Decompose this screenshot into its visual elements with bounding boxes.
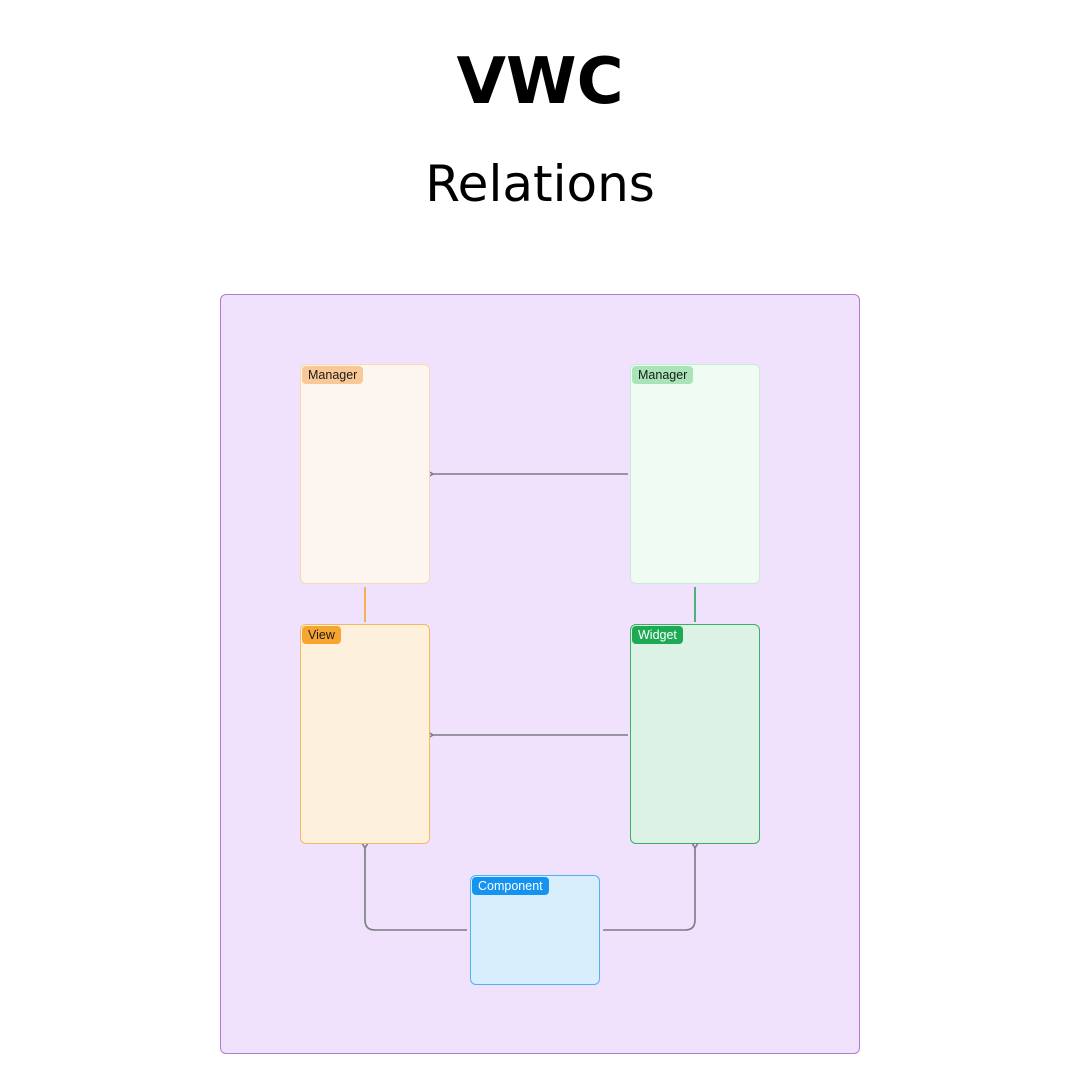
node-label: Manager	[632, 366, 694, 384]
node-component[interactable]: Component	[470, 875, 600, 985]
node-label: Manager	[302, 366, 364, 384]
page-title: VWC	[456, 45, 624, 119]
node-label: Component	[472, 877, 549, 895]
node-label: View	[302, 626, 341, 644]
node-manager-left[interactable]: Manager	[300, 364, 430, 584]
page-subtitle: Relations	[425, 155, 655, 213]
node-view[interactable]: View	[300, 624, 430, 844]
node-widget[interactable]: Widget	[630, 624, 760, 844]
node-label: Widget	[632, 626, 683, 644]
node-manager-right[interactable]: Manager	[630, 364, 760, 584]
